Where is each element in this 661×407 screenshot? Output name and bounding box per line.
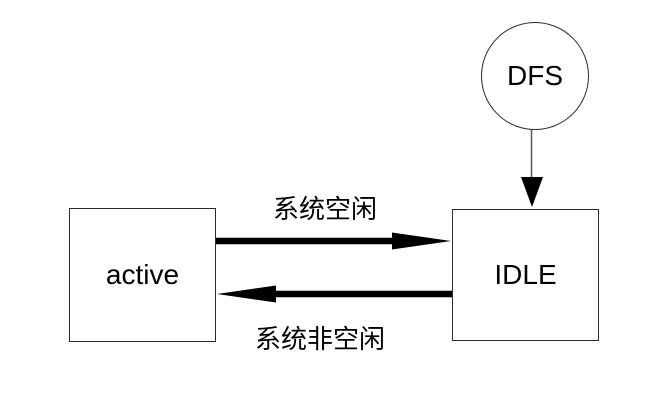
edge-idle-to-active-arrowhead: [217, 285, 276, 303]
node-dfs: DFS: [481, 22, 589, 130]
edge-active-to-idle: [215, 232, 451, 250]
node-idle-label: IDLE: [494, 259, 557, 290]
node-active: active: [69, 208, 216, 342]
edge-dfs-arrowhead: [521, 177, 543, 207]
node-dfs-label: DFS: [507, 60, 563, 91]
edge-dfs-to-idle: [521, 130, 543, 207]
node-active-label: active: [105, 259, 180, 290]
node-idle: IDLE: [452, 209, 599, 341]
edge-idle-to-active: [217, 285, 452, 303]
edge-active-to-idle-arrowhead: [392, 232, 451, 250]
edge-label-system-idle: 系统空闲: [272, 194, 378, 224]
edge-label-system-busy: 系统非空闲: [254, 324, 386, 354]
